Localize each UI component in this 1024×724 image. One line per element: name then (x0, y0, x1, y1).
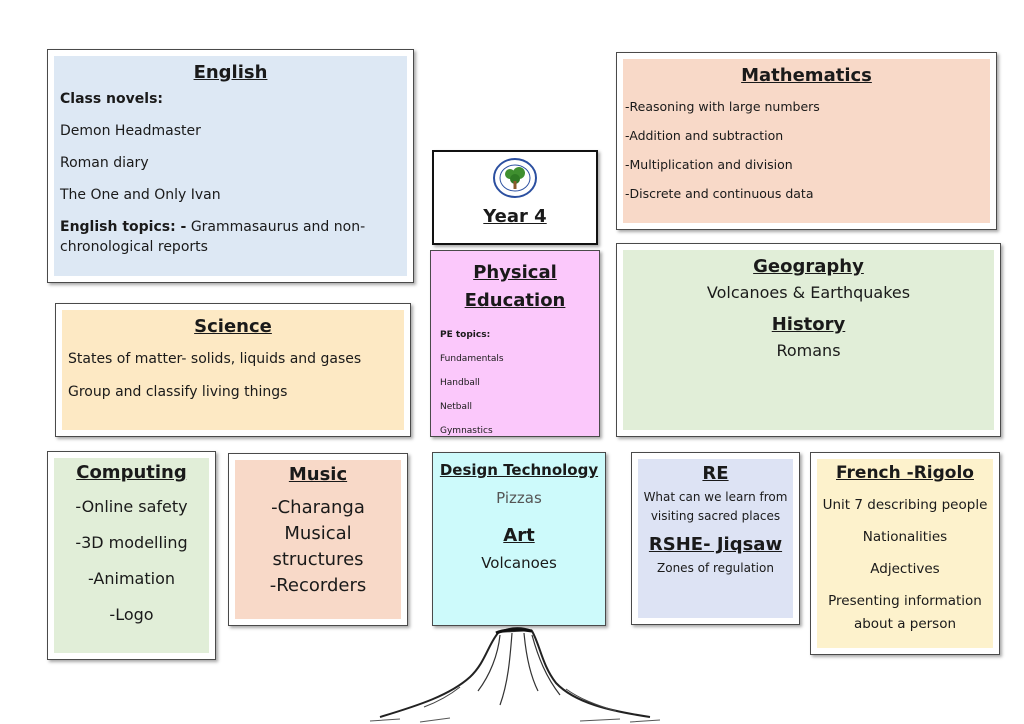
french-content: French -Rigolo Unit 7 describing people … (817, 459, 993, 648)
french-item: Unit 7 describing people (822, 497, 988, 513)
rshe-text: Zones of regulation (657, 561, 774, 575)
dt-art-content: Design Technology Pizzas Art Volcanoes (433, 453, 605, 625)
science-content: Science States of matter- solids, liquid… (62, 310, 404, 430)
volcano-sketch (369, 627, 661, 723)
novel-item: Demon Headmaster (60, 123, 201, 139)
year-panel: Year 4 (432, 150, 598, 245)
computing-panel: Computing -Online safety -3D modelling -… (47, 451, 216, 660)
computing-item: -Logo (109, 605, 154, 624)
mathematics-title: Mathematics (741, 65, 872, 86)
re-title: RE (702, 463, 729, 484)
mathematics-panel: Mathematics -Reasoning with large number… (616, 52, 997, 230)
computing-item: -3D modelling (75, 533, 188, 552)
history-title: History (771, 314, 846, 335)
maths-item: -Multiplication and division (625, 157, 793, 172)
dt-title: Design Technology (439, 461, 599, 479)
music-panel: Music -Charanga Musical structures -Reco… (228, 453, 408, 626)
english-topics: English topics: - Grammasaurus and non-c… (60, 217, 401, 257)
computing-item: -Online safety (75, 497, 188, 516)
english-topics-text: Grammasaurus and non-chronological repor… (60, 219, 366, 255)
novel-item: Roman diary (60, 155, 149, 171)
french-item: Nationalities (862, 529, 948, 545)
music-title: Music (288, 464, 348, 485)
history-text: Romans (776, 341, 841, 360)
music-line: -Recorders (269, 575, 367, 596)
music-content: Music -Charanga Musical structures -Reco… (235, 460, 401, 619)
pe-item: Handball (440, 378, 480, 388)
school-logo (493, 158, 537, 198)
french-item: Adjectives (870, 561, 940, 577)
english-title: English (193, 62, 268, 83)
class-novels-label: Class novels: (60, 91, 163, 107)
maths-item: -Addition and subtraction (625, 128, 784, 143)
dt-text: Pizzas (496, 489, 542, 507)
pe-panel: Physical Education PE topics: Fundamenta… (430, 250, 600, 437)
year-title: Year 4 (483, 206, 547, 227)
science-panel: Science States of matter- solids, liquid… (55, 303, 411, 437)
geography-history-content: Geography Volcanoes & Earthquakes Histor… (623, 250, 994, 430)
pe-item: Fundamentals (440, 354, 504, 364)
rshe-title: RSHE- Jiqsaw (648, 534, 783, 555)
computing-title: Computing (76, 462, 187, 483)
re-text: What can we learn from visiting sacred p… (643, 490, 788, 523)
computing-content: Computing -Online safety -3D modelling -… (54, 458, 209, 653)
english-topics-label: English topics: - (60, 219, 187, 235)
pe-item: Gymnastics (440, 426, 493, 436)
art-title: Art (503, 525, 535, 546)
maths-item: -Reasoning with large numbers (625, 99, 820, 114)
re-rshe-panel: RE What can we learn from visiting sacre… (631, 452, 800, 625)
computing-item: -Animation (88, 569, 175, 588)
geography-history-panel: Geography Volcanoes & Earthquakes Histor… (616, 243, 1001, 437)
pe-content: Physical Education PE topics: Fundamenta… (431, 251, 599, 436)
pe-topics-label: PE topics: (440, 330, 491, 340)
science-item: States of matter- solids, liquids and ga… (68, 351, 362, 367)
art-text: Volcanoes (481, 554, 557, 572)
pe-title: Physical Education (440, 259, 590, 315)
dt-art-panel: Design Technology Pizzas Art Volcanoes (432, 452, 606, 626)
re-rshe-content: RE What can we learn from visiting sacre… (638, 459, 793, 618)
novel-item: The One and Only Ivan (60, 187, 221, 203)
english-content: English Class novels: Demon Headmaster R… (54, 56, 407, 276)
pe-title-line2: Education (464, 290, 566, 311)
mathematics-content: Mathematics -Reasoning with large number… (623, 59, 990, 223)
year-content: Year 4 (434, 152, 596, 243)
music-line: structures (272, 549, 364, 570)
french-panel: French -Rigolo Unit 7 describing people … (810, 452, 1000, 655)
french-item: Presenting information about a person (828, 593, 982, 632)
music-line: -Charanga (271, 497, 365, 518)
geography-title: Geography (753, 256, 864, 277)
geography-text: Volcanoes & Earthquakes (706, 283, 911, 302)
french-title: French -Rigolo (836, 463, 974, 483)
science-title: Science (194, 316, 272, 337)
maths-item: -Discrete and continuous data (625, 186, 814, 201)
pe-title-line1: Physical (473, 262, 557, 283)
english-panel: English Class novels: Demon Headmaster R… (47, 49, 414, 283)
pe-item: Netball (440, 402, 473, 412)
music-line: Musical (284, 523, 352, 544)
science-item: Group and classify living things (68, 384, 288, 400)
